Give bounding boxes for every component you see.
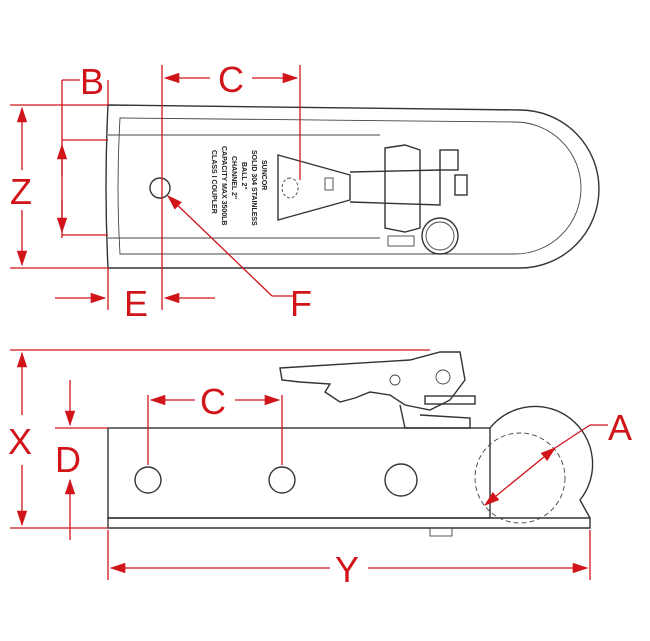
label-x: X (8, 421, 32, 462)
side-hole (268, 466, 296, 494)
label-d: D (55, 439, 81, 480)
stamp-line: SOLID 304 STAINLESS (250, 150, 257, 226)
top-view (105, 104, 600, 269)
top-dimensions (10, 65, 301, 310)
stamp-line: CHANNEL 2" (230, 156, 237, 199)
dimension-labels: B C Z E F X D C A Y (8, 59, 632, 590)
side-dimensions (10, 349, 608, 580)
side-hole (384, 463, 418, 497)
label-f: F (290, 283, 312, 324)
stamp-line: BALL 2" (240, 162, 247, 190)
label-c-top: C (218, 59, 244, 100)
stamp-brand: SUNCOR (260, 160, 267, 190)
stamp-line: CAPACITY MAX 3500LB (220, 146, 227, 225)
stamp-line: CLASS I COUPLER (210, 150, 217, 214)
side-view (107, 351, 594, 537)
label-y: Y (335, 549, 359, 590)
label-z: Z (10, 171, 32, 212)
label-e: E (124, 283, 148, 324)
label-a: A (608, 407, 632, 448)
label-c-side: C (200, 381, 226, 422)
label-b: B (80, 61, 104, 102)
side-hole (134, 466, 162, 494)
mounting-hole (149, 177, 171, 199)
suncor-stamp: SUNCOR SOLID 304 STAINLESS BALL 2" CHANN… (210, 146, 267, 226)
